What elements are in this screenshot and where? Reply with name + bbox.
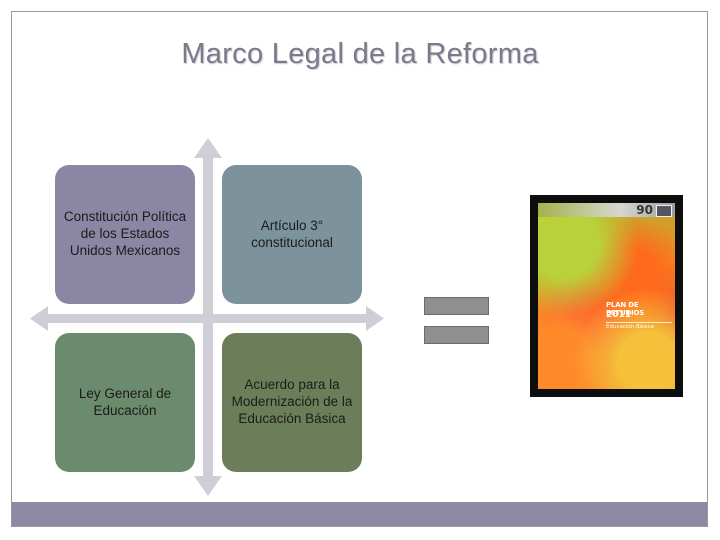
cover-subtitle: Educación Básica — [606, 324, 654, 330]
slide-title: Marco Legal de la Reforma — [181, 38, 539, 70]
cover-plan-title: PLAN DE ESTUDIOS — [606, 301, 645, 317]
cover-artwork: 90 PLAN DE ESTUDIOS 2011 Educación Básic… — [538, 203, 675, 389]
cover-header-strip — [538, 203, 675, 217]
box-constitucion: Constitución Política de los Estados Uni… — [55, 165, 195, 304]
equals-sign-bottom-bar — [424, 326, 489, 344]
equals-sign-top-bar — [424, 297, 489, 315]
horizontal-arrow — [30, 306, 384, 331]
box-articulo-3: Artículo 3° constitucional — [222, 165, 362, 304]
footer-bar — [12, 502, 707, 526]
box-ley-general: Ley General de Educación — [55, 333, 195, 472]
cover-badge-icon — [656, 205, 672, 217]
box-acuerdo: Acuerdo para la Modernización de la Educ… — [222, 333, 362, 472]
plan-de-estudios-cover-image: 90 PLAN DE ESTUDIOS 2011 Educación Básic… — [530, 195, 683, 397]
cover-logo: 90 — [636, 203, 653, 217]
cover-year: 2011 — [606, 310, 632, 320]
cover-divider — [606, 322, 672, 323]
